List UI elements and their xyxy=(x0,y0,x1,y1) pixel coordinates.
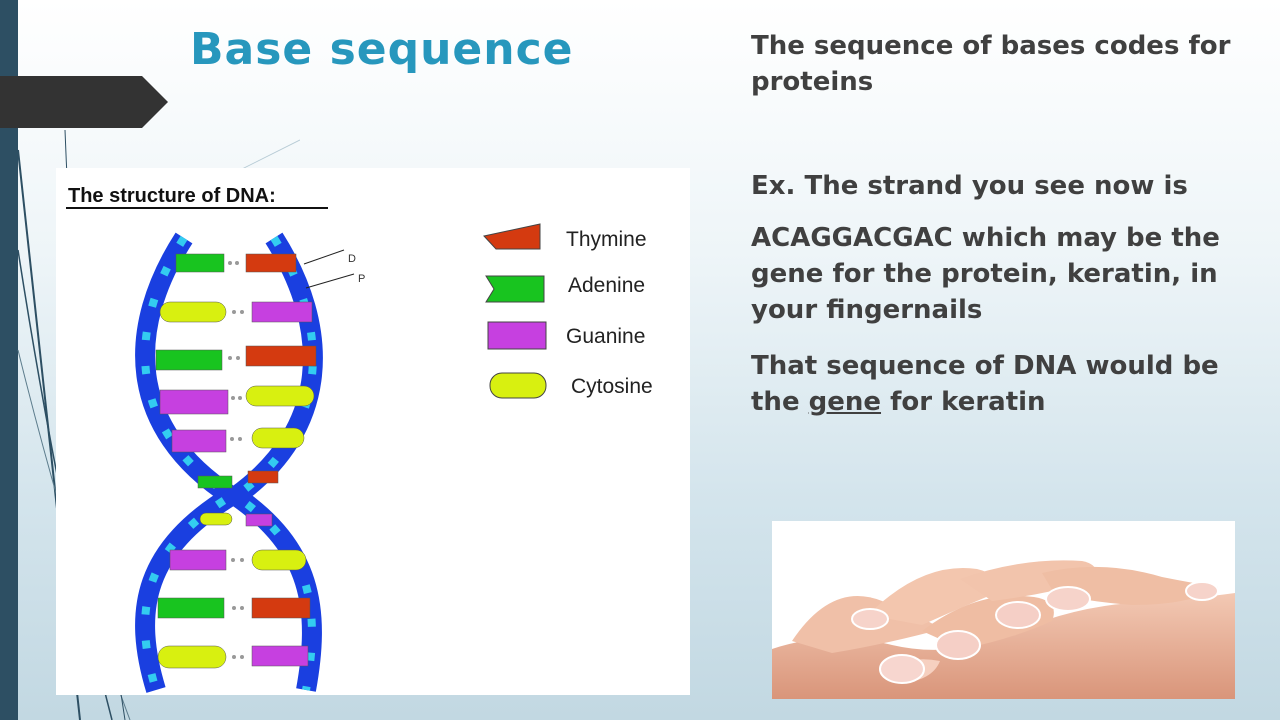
legend: Thymine Adenine Guanine Cytosine xyxy=(483,223,653,399)
dna-structure-figure: The structure of DNA: xyxy=(56,168,690,695)
legend-swatch-guanine xyxy=(487,321,547,350)
dna-helix xyxy=(135,232,323,693)
text-p4-gene-underlined: gene xyxy=(808,387,882,417)
base-pair-7 xyxy=(199,512,273,527)
legend-swatch-cytosine xyxy=(489,372,547,399)
legend-label-cytosine: Cytosine xyxy=(571,375,653,398)
left-accent-bar xyxy=(0,0,18,720)
label-p: P xyxy=(358,273,365,285)
base-pair-5 xyxy=(171,427,305,453)
text-p4-after: for keratin xyxy=(881,387,1046,417)
base-pair-10 xyxy=(157,645,309,669)
base-pair-3 xyxy=(155,345,317,371)
legend-label-thymine: Thymine xyxy=(566,228,647,251)
title-tab-shape xyxy=(0,76,168,128)
base-pair-8 xyxy=(169,549,307,571)
base-pair-9 xyxy=(157,597,311,619)
legend-swatch-thymine xyxy=(483,223,541,250)
text-paragraph-1: The sequence of bases codes for proteins xyxy=(751,31,1231,97)
text-paragraph-2: Ex. The strand you see now is xyxy=(751,171,1188,201)
text-paragraph-4: That sequence of DNA would be the gene f… xyxy=(751,348,1266,420)
base-pair-6 xyxy=(197,470,279,489)
base-pair-1 xyxy=(175,253,297,273)
label-d: D xyxy=(348,253,356,265)
base-pair-4 xyxy=(159,385,315,415)
slide-title: Base sequence xyxy=(190,24,574,75)
hand-fingernails-photo xyxy=(772,521,1235,699)
legend-label-guanine: Guanine xyxy=(566,325,645,348)
figure-heading: The structure of DNA: xyxy=(68,185,276,207)
text-p4-before: That sequence of DNA would be the xyxy=(751,351,1219,417)
text-paragraph-3: ACAGGACGAC which may be the gene for the… xyxy=(751,223,1220,325)
legend-swatch-adenine xyxy=(485,275,545,303)
legend-label-adenine: Adenine xyxy=(568,274,645,297)
base-pair-2 xyxy=(159,301,313,323)
